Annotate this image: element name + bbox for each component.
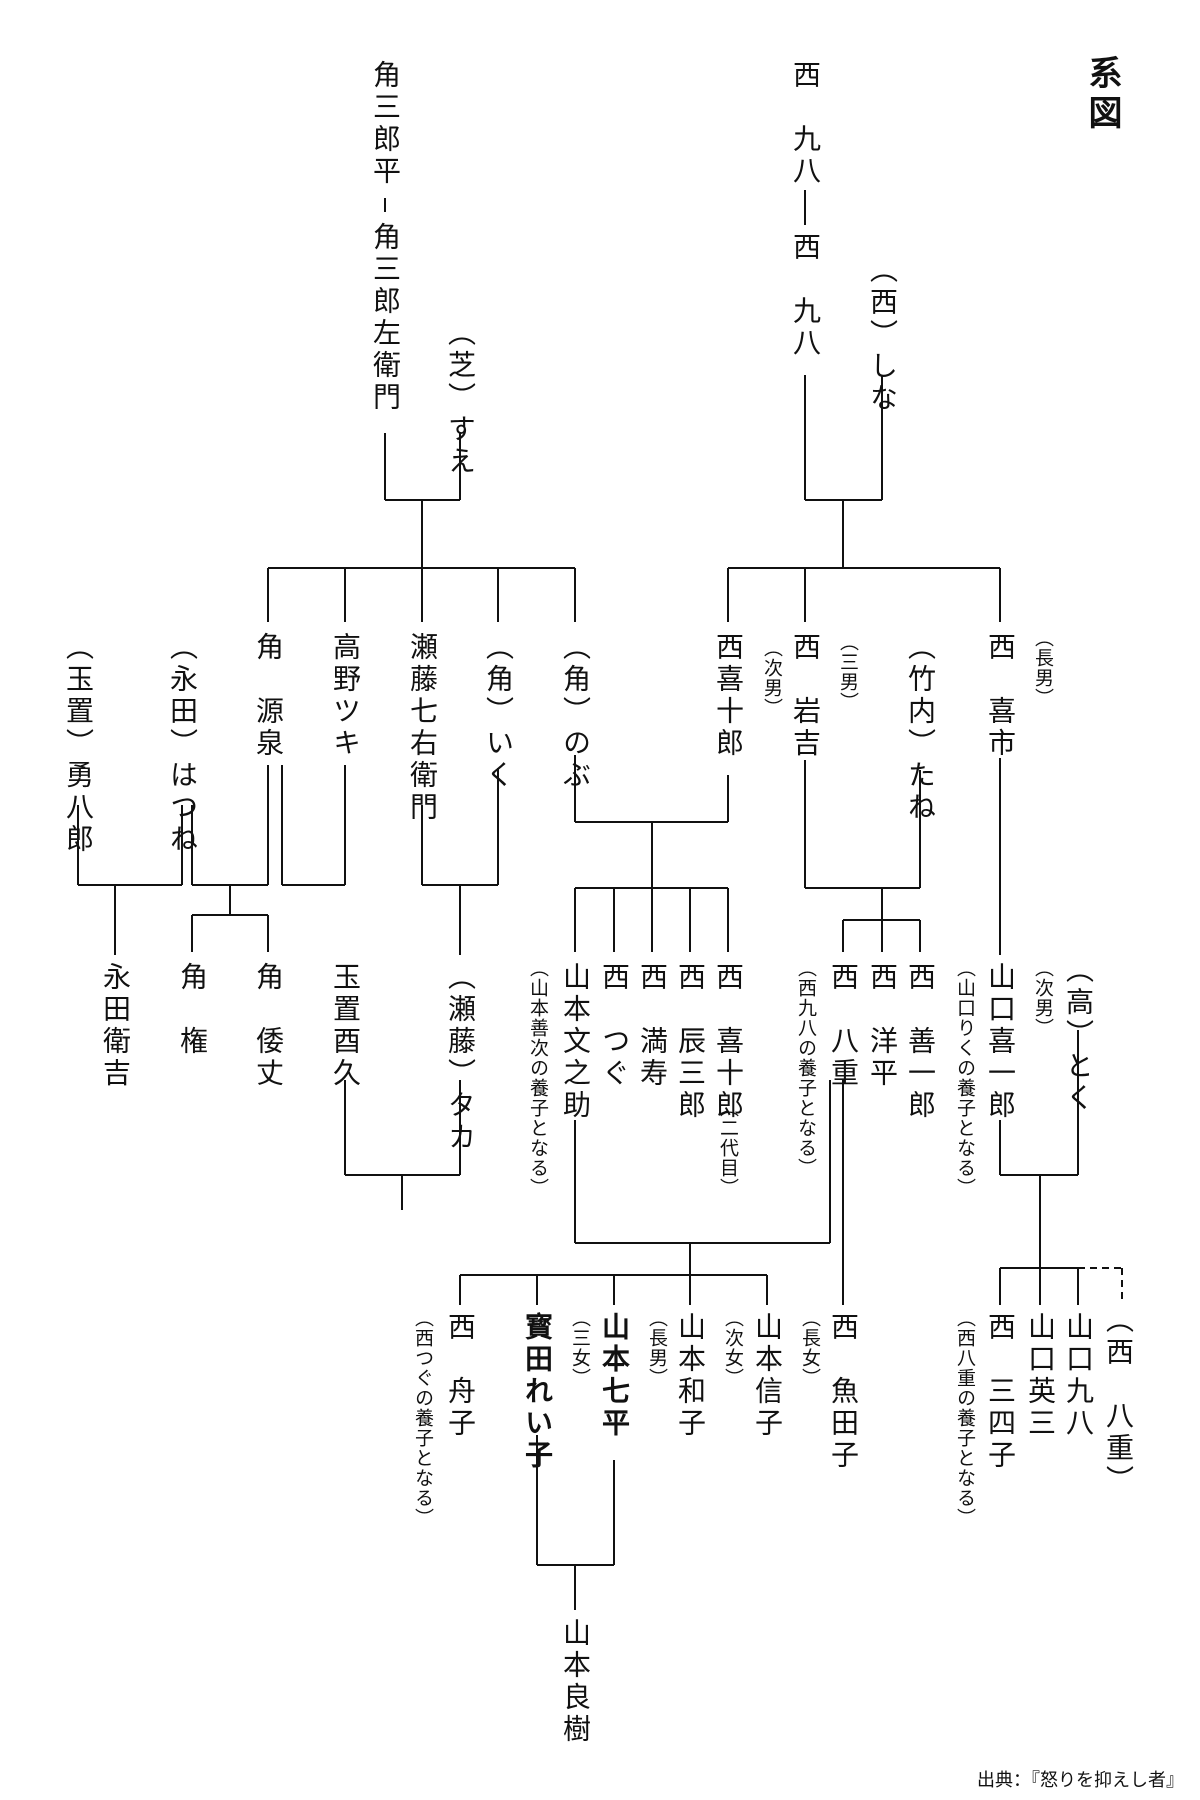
- person-nishi-yae-note: （西九八の養子となる）: [795, 958, 817, 1178]
- person-nishi-kijuro: 西喜十郎: [712, 632, 745, 760]
- person-nishi-tsugu: 西 つぐ: [598, 962, 631, 1090]
- person-yamamoto-fuminosuke: 山本文之助: [559, 962, 592, 1122]
- person-kaku-iku: （角）いく: [482, 632, 515, 792]
- person-nishi-kuhachi-1: 西 九八: [789, 60, 822, 188]
- person-nishi-shuko-note: （西つぐの養子となる）: [412, 1308, 434, 1528]
- person-kaku-nobu: （角）のぶ: [559, 632, 592, 792]
- person-yamaguchi-eizo: 山口英三: [1024, 1312, 1057, 1440]
- person-kaku-gensen: 角 源泉: [252, 632, 285, 760]
- person-yamamoto-kazuko: 山本和子: [674, 1312, 707, 1440]
- person-nishi-iwakichi: 西 岩吉: [789, 632, 822, 760]
- person-nagata-hatsune: （永田）はつね: [166, 632, 199, 856]
- person-take-tane: （竹内）たね: [904, 632, 937, 824]
- person-nishi-kijuro2: 西 喜十郎: [712, 962, 745, 1122]
- person-seto-shichiuemon: 瀬藤七右衛門: [406, 632, 439, 824]
- person-nishi-uotako-note: （長女）: [799, 1308, 821, 1388]
- person-nishi-kijuro2-note: （二代目）: [717, 1098, 739, 1198]
- person-yamamoto-yoshiki: 山本良樹: [559, 1618, 592, 1746]
- person-yamaguchi-kiichiro-note1: （次男）: [1032, 958, 1054, 1038]
- person-nishi-yae-2: （西 八重）: [1102, 1305, 1135, 1497]
- person-nagata-eikichi: 永田衛吉: [99, 962, 132, 1090]
- person-yamaguchi-kuhachi: 山口九八: [1062, 1312, 1095, 1440]
- person-nishi-shuko: 西 舟子: [444, 1312, 477, 1440]
- page-title: 系図: [1082, 55, 1122, 135]
- person-takano-tsuki: 高野ツキ: [329, 632, 362, 760]
- person-nishi-kiichi-note: （長男）: [1032, 628, 1054, 708]
- person-nishi-kiichi: 西 喜市: [984, 632, 1017, 760]
- person-nishi-miyoko-note: （西八重の養子となる）: [954, 1308, 976, 1528]
- person-nishi-miyoko: 西 三四子: [984, 1312, 1017, 1472]
- person-taka-toku: （高）とく: [1062, 955, 1095, 1115]
- source-citation: 出典：『怒りを抑えし者』: [977, 1770, 1184, 1791]
- person-nishi-zenichiro: 西 善一郎: [904, 962, 937, 1122]
- person-nishi-iwakichi-note: （三男）: [837, 632, 859, 712]
- person-yamamoto-shichihei: 山本七平: [598, 1312, 631, 1440]
- person-nishi-yae: 西 八重: [827, 962, 860, 1090]
- person-kakusaburozaemon: 角三郎左衛門: [369, 222, 402, 414]
- person-yamaguchi-kiichiro-note2: （山口りくの養子となる）: [954, 958, 976, 1198]
- person-nishi-mitsuju: 西 満寿: [636, 962, 669, 1090]
- person-nishi-kuhachi-2: 西 九八: [789, 232, 822, 360]
- person-hoden-reiko-note: （三女）: [569, 1308, 591, 1388]
- person-nishi-yohei: 西 洋平: [866, 962, 899, 1090]
- person-nishi-tatsusaburo: 西 辰三郎: [674, 962, 707, 1122]
- person-yamamoto-fuminosuke-note: （山本善次の養子となる）: [527, 958, 549, 1198]
- person-kaku-gon: 角 権: [176, 962, 209, 1058]
- person-yamamoto-nobuko: 山本信子: [751, 1312, 784, 1440]
- person-yamaguchi-kiichiro: 山口喜一郎: [984, 962, 1017, 1122]
- person-yamamoto-shichihei-note: （長男）: [646, 1308, 668, 1388]
- person-nishi-uotako: 西 魚田子: [827, 1312, 860, 1472]
- person-seto-taka: （瀬藤）タカ: [444, 962, 477, 1154]
- person-yamamoto-kazuko-note: （次女）: [722, 1308, 744, 1388]
- person-shiba-sue: （芝）すえ: [444, 318, 477, 478]
- person-hoden-reiko: 寳田れい子: [521, 1312, 554, 1472]
- person-nishi-kijuro-note: （次男）: [761, 638, 783, 718]
- person-kakusaburohei: 角三郎平: [369, 60, 402, 188]
- person-tamaoki-saihisa: 玉置酉久: [329, 962, 362, 1090]
- person-kaku-wajo: 角 倭丈: [252, 962, 285, 1090]
- person-nishi-shina: （西）しな: [866, 255, 899, 415]
- person-tamaoki-yuhachiro: （玉置）勇八郎: [62, 632, 95, 856]
